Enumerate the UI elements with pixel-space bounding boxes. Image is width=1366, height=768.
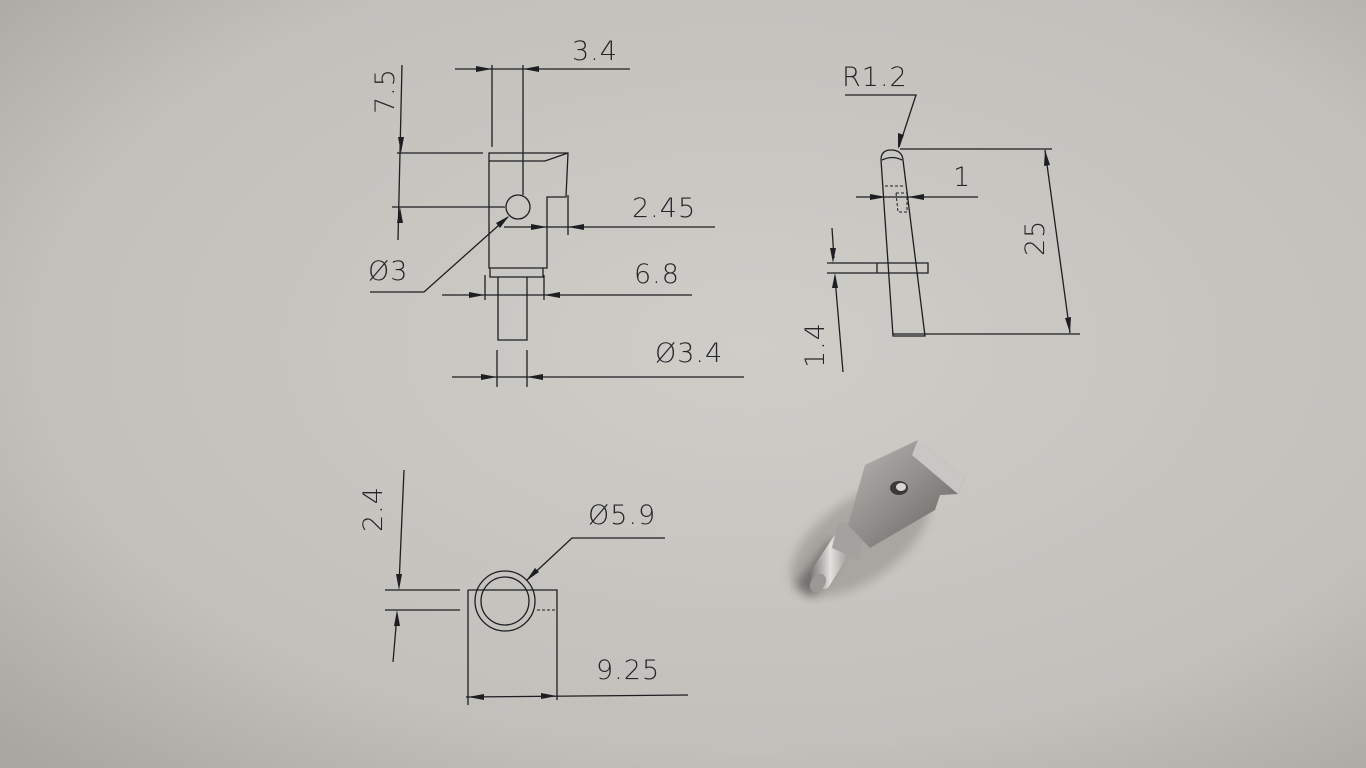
front-view: 3.4 7.5 2.45 Ø3 6.8 Ø3.4 [368,36,744,387]
dim-9-25: 9.25 [596,655,660,686]
dim-3-4: 3.4 [572,36,618,67]
dim-6-8: 6.8 [634,259,680,290]
bottom-view: 2.4 Ø5.9 9.25 [358,469,689,705]
dim-r1-2: R1.2 [842,62,908,93]
dim-hole-3: Ø3 [368,256,408,287]
dim-7-5: 7.5 [370,68,401,114]
dim-5-9: Ø5.9 [588,500,656,531]
dim-pin-3-4: Ø3.4 [655,338,723,369]
dim-1-4: 1.4 [800,322,831,368]
dim-25: 25 [1020,220,1051,256]
side-view: R1.2 1 25 1.4 [800,62,1080,373]
dim-1: 1 [953,162,971,193]
metal-part-photo [790,440,965,598]
dim-2-45: 2.45 [632,193,696,224]
dim-2-4: 2.4 [358,486,389,532]
